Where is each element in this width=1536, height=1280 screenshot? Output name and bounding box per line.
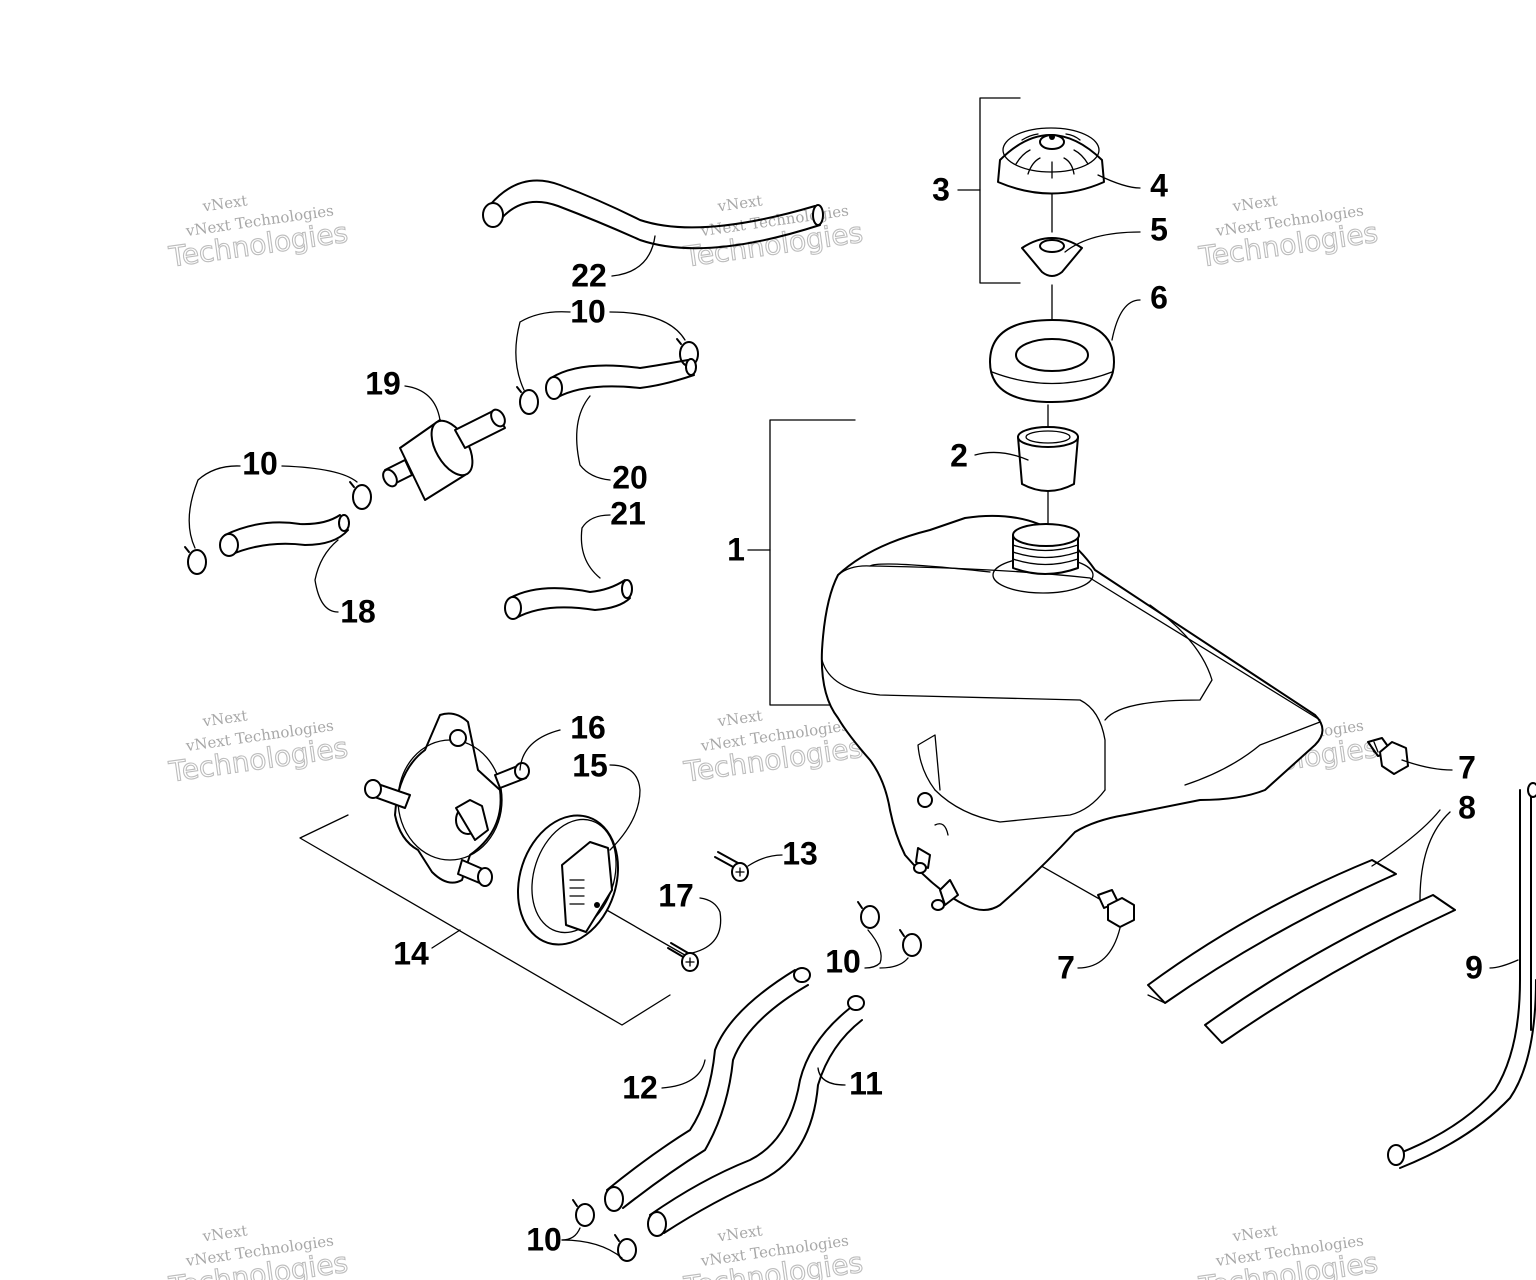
watermark-text: vNext <box>716 191 764 215</box>
hose-clamp <box>899 929 922 957</box>
callout-20: 20 <box>612 459 648 495</box>
mounting-bolt-bottom <box>1097 889 1135 928</box>
watermark-text: vNext <box>716 1221 764 1245</box>
watermark: vNext vNext Technologies Technologies <box>681 191 866 274</box>
callout-4: 4 <box>1150 167 1168 203</box>
watermark: vNext vNext Technologies Technologies <box>681 1221 866 1280</box>
callout-15: 15 <box>572 747 608 783</box>
callout-13: 13 <box>782 835 818 871</box>
callout-labels: 1 2 3 4 5 6 7 7 8 9 10 10 10 10 11 12 13… <box>242 167 1483 1257</box>
callout-14: 14 <box>393 935 429 971</box>
fuel-hose-11 <box>647 995 865 1237</box>
callout-9: 9 <box>1465 949 1483 985</box>
callout-11: 11 <box>849 1065 883 1101</box>
fuel-valve-body <box>364 712 530 887</box>
tank-pad-right <box>1204 894 1456 1044</box>
fuel-tank <box>820 514 1324 911</box>
hose-21 <box>504 579 633 620</box>
callout-12: 12 <box>622 1069 658 1105</box>
callout-6: 6 <box>1150 279 1168 315</box>
callout-16: 16 <box>570 709 606 745</box>
leader-lines <box>188 174 1519 1259</box>
bracket-cap-assembly <box>957 97 1021 284</box>
tank-pad-left <box>1147 859 1397 1004</box>
bracket-fuel-valve-assembly <box>299 814 671 1026</box>
callout-3: 3 <box>932 171 950 207</box>
watermark: vNext vNext Technologies Technologies <box>166 706 351 789</box>
fuel-filter <box>382 408 506 501</box>
callout-22: 22 <box>571 257 607 293</box>
callout-8: 8 <box>1458 789 1476 825</box>
hose-clamp <box>349 481 372 510</box>
watermark-text: vNext <box>201 1221 249 1245</box>
fuel-hose-12 <box>604 967 811 1212</box>
callout-21: 21 <box>610 495 646 531</box>
hose-clamp <box>614 1234 637 1262</box>
screw-17 <box>667 942 699 972</box>
screw-13 <box>714 851 749 882</box>
callout-17: 17 <box>658 877 694 913</box>
valve-lever-knob <box>517 814 619 946</box>
filler-ring <box>989 319 1115 403</box>
callout-5: 5 <box>1150 211 1168 247</box>
bracket-tank-assembly <box>747 419 856 706</box>
watermark: vNext vNext Technologies Technologies <box>1196 1221 1381 1280</box>
callout-10: 10 <box>526 1221 562 1257</box>
watermark-text: vNext <box>1231 1221 1279 1245</box>
hose-20 <box>545 358 697 400</box>
hose-18 <box>219 514 350 557</box>
watermark-text: vNext <box>201 191 249 215</box>
fuel-cap <box>997 127 1105 195</box>
hose-clamp <box>572 1199 595 1227</box>
watermark: vNext vNext Technologies Technologies <box>166 191 351 274</box>
callout-19: 19 <box>365 365 401 401</box>
callout-10: 10 <box>570 293 606 329</box>
watermark-text: vNext <box>716 706 764 730</box>
hose-22 <box>482 179 824 250</box>
callout-10: 10 <box>242 445 278 481</box>
callout-7: 7 <box>1458 749 1476 785</box>
callout-10: 10 <box>825 943 861 979</box>
cap-gasket <box>1021 237 1083 277</box>
hose-clamp <box>516 386 539 415</box>
watermark-text: vNext <box>201 706 249 730</box>
callout-1: 1 <box>727 531 745 567</box>
vent-hose-long <box>1387 782 1536 1169</box>
callout-18: 18 <box>340 593 376 629</box>
callout-2: 2 <box>950 437 968 473</box>
fuel-strainer <box>1017 426 1079 492</box>
hose-clamp <box>184 546 207 575</box>
watermark: vNext vNext Technologies Technologies <box>166 1221 351 1280</box>
hose-clamp <box>857 901 880 929</box>
watermark: vNext vNext Technologies Technologies <box>1196 191 1381 274</box>
watermark-text: vNext <box>1231 191 1279 215</box>
mounting-bolt-right <box>1367 737 1409 775</box>
callout-7: 7 <box>1057 949 1075 985</box>
